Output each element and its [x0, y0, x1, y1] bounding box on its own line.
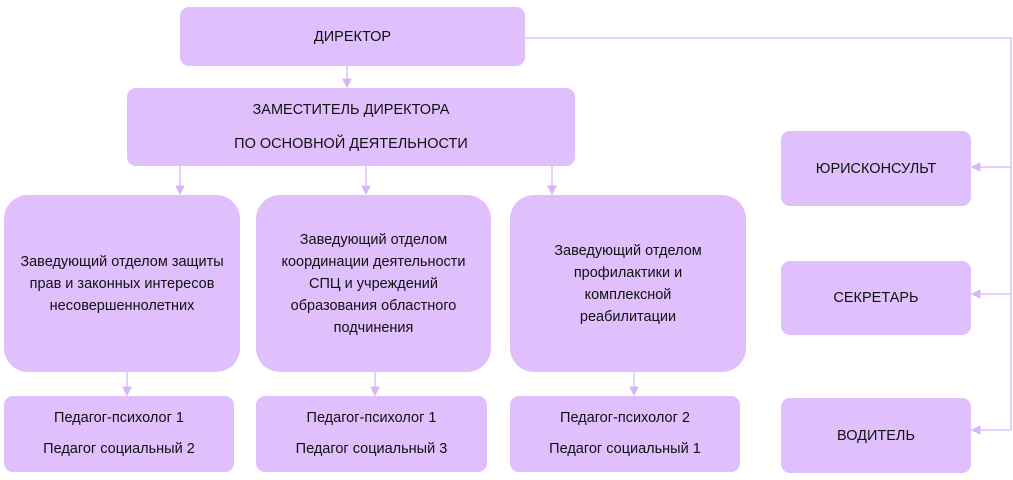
staff-item: Педагог социальный 3: [295, 441, 448, 457]
staff-item: Педагог-психолог 2: [560, 410, 690, 426]
deputy-box: ЗАМЕСТИТЕЛЬ ДИРЕКТОРА ПО ОСНОВНОЙ ДЕЯТЕЛЬ…: [127, 88, 575, 166]
staff-item: Педагог-психолог 1: [306, 410, 437, 426]
department-head: Заведующий отделом координации деятельно…: [281, 231, 466, 336]
side-label: ЮРИСКОНСУЛЬТ: [815, 160, 937, 177]
staff-item: Педагог социальный 1: [549, 441, 701, 457]
connector: [525, 37, 1012, 430]
legal-advisor-box: ЮРИСКОНСУЛЬТ: [781, 131, 971, 206]
department-box: Заведующий отделом координации деятельно…: [256, 195, 491, 372]
deputy-label-line1: ЗАМЕСТИТЕЛЬ ДИРЕКТОРА: [252, 102, 450, 118]
staff-item: Педагог социальный 2: [43, 441, 195, 457]
department-box: Заведующий отделом профилактики и компле…: [510, 195, 746, 372]
staff-box: Педагог-психолог 1 Педагог социальный 3: [256, 396, 487, 472]
department-head: Заведующий отделом защиты прав и законны…: [20, 253, 224, 314]
department-box: Заведующий отделом защиты прав и законны…: [4, 195, 240, 372]
department-head: Заведующий отделом профилактики и компле…: [554, 242, 702, 325]
driver-box: ВОДИТЕЛЬ: [781, 398, 971, 473]
director-label: ДИРЕКТОР: [313, 28, 392, 45]
side-label: ВОДИТЕЛЬ: [837, 427, 915, 444]
director-box: ДИРЕКТОР: [180, 7, 525, 66]
side-label: СЕКРЕТАРЬ: [833, 290, 919, 306]
staff-item: Педагог-психолог 1: [54, 410, 184, 426]
staff-box: Педагог-психолог 2 Педагог социальный 1: [510, 396, 740, 472]
staff-box: Педагог-психолог 1 Педагог социальный 2: [4, 396, 234, 472]
deputy-label-line2: ПО ОСНОВНОЙ ДЕЯТЕЛЬНОСТИ: [234, 136, 468, 152]
secretary-box: СЕКРЕТАРЬ: [781, 261, 971, 335]
